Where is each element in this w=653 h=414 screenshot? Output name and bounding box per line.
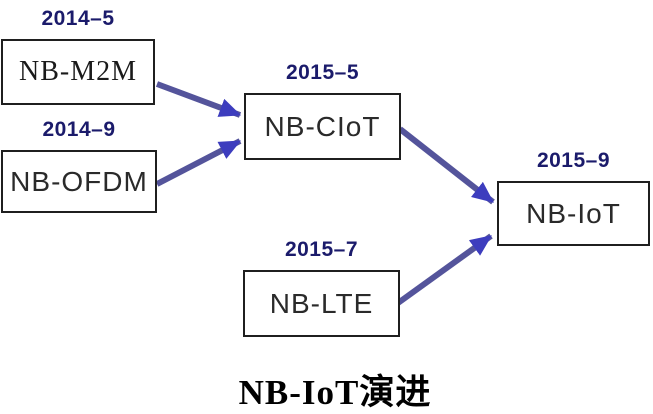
date-label: 2014–5	[41, 7, 115, 30]
diagram-title: NB-IoT演进	[238, 373, 432, 412]
node-nb-lte: 2015–7 NB-LTE	[243, 237, 400, 337]
node-label: NB-LTE	[269, 287, 374, 319]
node-label: NB-OFDM	[10, 165, 148, 197]
node-nb-ciot: 2015–5 NB-CIoT	[244, 60, 401, 160]
date-label: 2014–9	[42, 118, 116, 141]
node-label: NB-CIoT	[264, 110, 381, 142]
arrow-nb-ciot-to-nb-iot	[398, 126, 495, 205]
date-label: 2015–7	[284, 238, 359, 261]
node-box: NB-OFDM	[1, 150, 157, 213]
arrow-nb-lte-to-nb-iot	[396, 233, 493, 306]
node-box: NB-M2M	[1, 39, 155, 105]
node-nb-iot: 2015–9 NB-IoT	[497, 148, 650, 246]
date-label: 2015–9	[536, 149, 611, 172]
node-nb-m2m: 2014–5 NB-M2M	[1, 6, 155, 105]
node-label: NB-IoT	[526, 197, 621, 229]
node-box: NB-LTE	[243, 270, 400, 337]
node-label: NB-M2M	[18, 56, 137, 87]
node-box: NB-CIoT	[244, 93, 401, 160]
arrow-nb-m2m-to-nb-ciot	[155, 81, 242, 118]
node-box: NB-IoT	[497, 181, 650, 246]
date-label: 2015–5	[285, 61, 360, 84]
arrow-nb-ofdm-to-nb-ciot	[155, 138, 242, 187]
node-nb-ofdm: 2014–9 NB-OFDM	[1, 117, 157, 213]
